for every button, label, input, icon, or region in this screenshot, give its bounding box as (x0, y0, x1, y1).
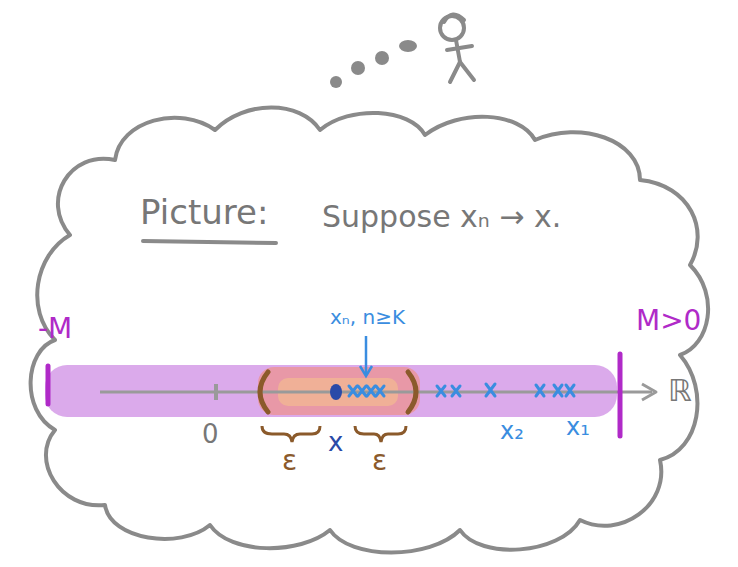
thought-cloud (31, 108, 709, 553)
sequence-points (349, 384, 574, 396)
epsilon-brace (355, 426, 406, 442)
left-parenthesis (260, 372, 268, 412)
limit-point (330, 384, 342, 400)
tail-label: xₙ, n≥K (330, 306, 405, 328)
epsilon-label: ε (282, 446, 297, 477)
epsilon-label: ε (372, 446, 387, 477)
term-label: x₁ (566, 414, 590, 440)
upper-bound-bar (618, 354, 623, 436)
leader-arrowhead (360, 366, 372, 376)
bound-label: M>0 (636, 306, 701, 337)
axis-label: ℝ (668, 374, 692, 407)
bound-label: -M (38, 314, 72, 345)
axis-arrowhead (642, 384, 656, 400)
zero-tick (214, 384, 218, 400)
epsilon-brace (262, 426, 320, 442)
hypothesis-text: Suppose xₙ → x. (322, 200, 561, 233)
limit-label: x (328, 428, 343, 457)
stick-figure (440, 14, 474, 82)
heading-underline (143, 241, 276, 243)
term-label: x₂ (500, 418, 524, 444)
heading: Picture: (140, 194, 268, 231)
lower-bound-bar (46, 366, 51, 404)
right-parenthesis (408, 372, 416, 412)
thought-dots (330, 40, 417, 88)
origin-label: 0 (202, 420, 219, 449)
leader-line (365, 336, 368, 374)
